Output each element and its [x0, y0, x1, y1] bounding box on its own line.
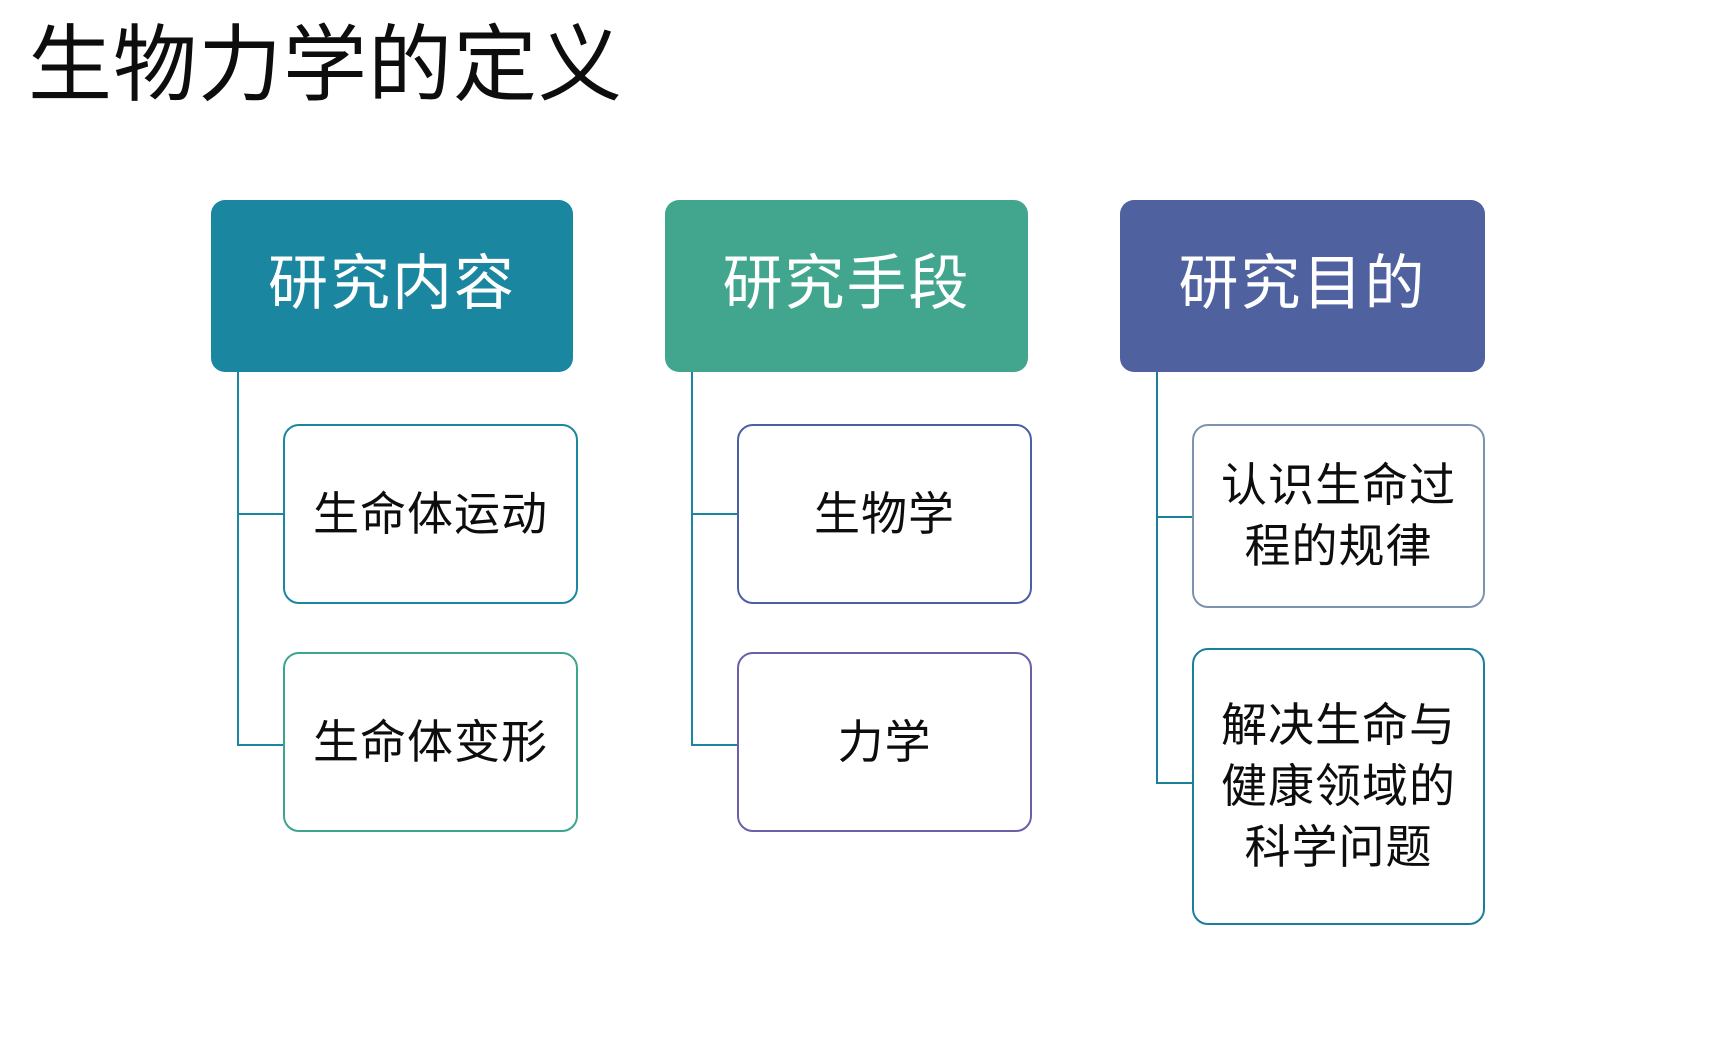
column-header-label: 研究目的 — [1178, 250, 1427, 317]
column-header-research-method[interactable]: 研究手段 — [665, 200, 1028, 372]
page-title: 生物力学的定义 — [28, 18, 624, 112]
connector-stub-3b — [1156, 782, 1192, 784]
diagram-column-research-content: 研究内容 生命体运动 生命体变形 — [211, 0, 611, 1039]
child-node-mechanics[interactable]: 力学 — [737, 652, 1032, 832]
child-node-label: 认识生命过程的规律 — [1221, 459, 1456, 572]
child-node-solve-health-problems[interactable]: 解决生命与健康领域的科学问题 — [1192, 648, 1485, 925]
child-node-biology[interactable]: 生物学 — [737, 424, 1032, 604]
connector-spine-3 — [1156, 372, 1158, 784]
connector-stub-3a — [1156, 516, 1192, 518]
connector-spine-2 — [691, 372, 693, 746]
child-node-label: 生命体变形 — [313, 715, 548, 768]
column-header-label: 研究手段 — [722, 250, 971, 317]
child-node-life-motion[interactable]: 生命体运动 — [283, 424, 578, 604]
column-header-label: 研究内容 — [268, 250, 516, 317]
child-node-label: 力学 — [837, 715, 932, 768]
connector-stub-2a — [691, 513, 737, 515]
diagram-column-research-method: 研究手段 生物学 力学 — [665, 0, 1065, 1039]
column-header-research-content[interactable]: 研究内容 — [211, 200, 573, 372]
connector-stub-1b — [237, 744, 283, 746]
child-node-label: 生物学 — [814, 487, 955, 540]
child-node-life-deformation[interactable]: 生命体变形 — [283, 652, 578, 832]
child-node-label: 解决生命与健康领域的科学问题 — [1221, 699, 1456, 873]
diagram-column-research-purpose: 研究目的 认识生命过程的规律 解决生命与健康领域的科学问题 — [1120, 0, 1540, 1039]
child-node-label: 生命体运动 — [313, 487, 548, 540]
connector-spine-1 — [237, 372, 239, 746]
child-node-understand-life-laws[interactable]: 认识生命过程的规律 — [1192, 424, 1485, 608]
connector-stub-2b — [691, 744, 737, 746]
connector-stub-1a — [237, 513, 283, 515]
column-header-research-purpose[interactable]: 研究目的 — [1120, 200, 1485, 372]
